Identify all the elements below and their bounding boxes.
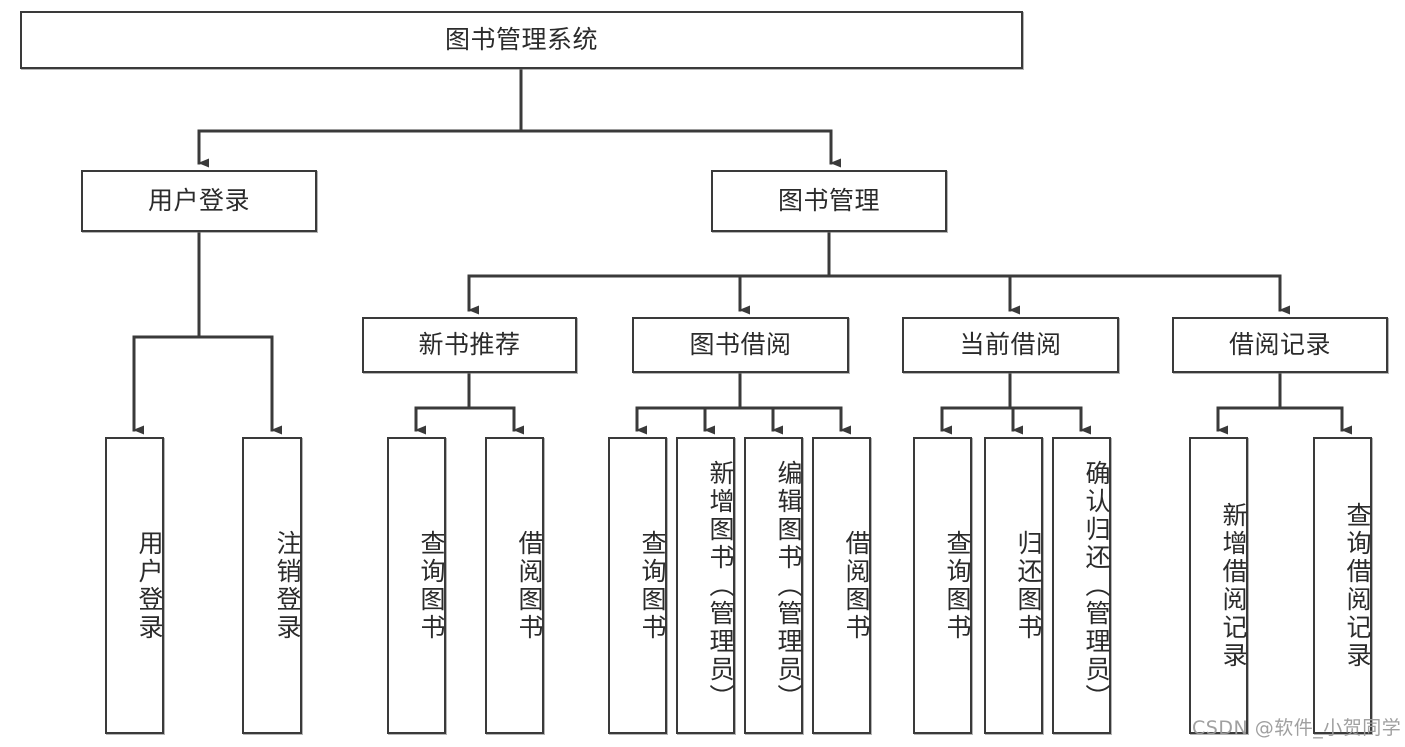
- leaf-label: 用户登录: [135, 529, 164, 642]
- leaf-label: 查询图书: [943, 529, 972, 642]
- leaf-label: 借阅图书: [842, 529, 871, 642]
- node-current-borrow-label: 当前借阅: [959, 329, 1062, 359]
- node-user-login[interactable]: 用户登录: [81, 170, 317, 232]
- node-new-book-recommend[interactable]: 新书推荐: [362, 317, 577, 373]
- leaf-label: 确认归还（管理员）: [1082, 459, 1111, 712]
- leaf-label: 编辑图书（管理员）: [774, 459, 803, 712]
- node-book-management[interactable]: 图书管理: [711, 170, 947, 232]
- leaf-borrow-book-rec[interactable]: 借阅图书: [485, 437, 544, 734]
- leaf-edit-book-admin[interactable]: 编辑图书（管理员）: [744, 437, 803, 734]
- node-new-book-recommend-label: 新书推荐: [418, 329, 521, 359]
- leaf-query-book[interactable]: 查询图书: [608, 437, 667, 734]
- leaf-label: 归还图书: [1014, 529, 1043, 642]
- node-book-borrow[interactable]: 图书借阅: [632, 317, 849, 373]
- leaf-label: 查询图书: [417, 529, 446, 642]
- leaf-label: 新增图书（管理员）: [706, 459, 735, 712]
- leaf-query-book-cur[interactable]: 查询图书: [913, 437, 972, 734]
- csdn-watermark: CSDN @软件_小贺同学: [1192, 717, 1402, 739]
- node-root-label: 图书管理系统: [444, 24, 598, 54]
- node-user-login-label: 用户登录: [147, 185, 250, 215]
- node-root-system[interactable]: 图书管理系统: [20, 11, 1023, 69]
- leaf-label: 查询图书: [638, 529, 667, 642]
- node-book-borrow-label: 图书借阅: [689, 329, 792, 359]
- leaf-label: 新增借阅记录: [1219, 501, 1248, 670]
- leaf-query-borrow-record[interactable]: 查询借阅记录: [1313, 437, 1372, 734]
- leaf-add-borrow-record[interactable]: 新增借阅记录: [1189, 437, 1248, 734]
- leaf-label: 借阅图书: [515, 529, 544, 642]
- leaf-confirm-return-admin[interactable]: 确认归还（管理员）: [1052, 437, 1111, 734]
- leaf-borrow-book[interactable]: 借阅图书: [812, 437, 871, 734]
- leaf-label: 查询借阅记录: [1343, 501, 1372, 670]
- leaf-add-book-admin[interactable]: 新增图书（管理员）: [676, 437, 735, 734]
- leaf-query-book-rec[interactable]: 查询图书: [387, 437, 446, 734]
- node-borrow-record[interactable]: 借阅记录: [1172, 317, 1388, 373]
- leaf-label: 注销登录: [273, 529, 302, 642]
- node-current-borrow[interactable]: 当前借阅: [902, 317, 1119, 373]
- leaf-user-login[interactable]: 用户登录: [105, 437, 164, 734]
- leaf-return-book[interactable]: 归还图书: [984, 437, 1043, 734]
- leaf-logout[interactable]: 注销登录: [242, 437, 302, 734]
- node-book-management-label: 图书管理: [777, 185, 880, 215]
- node-borrow-record-label: 借阅记录: [1228, 329, 1331, 359]
